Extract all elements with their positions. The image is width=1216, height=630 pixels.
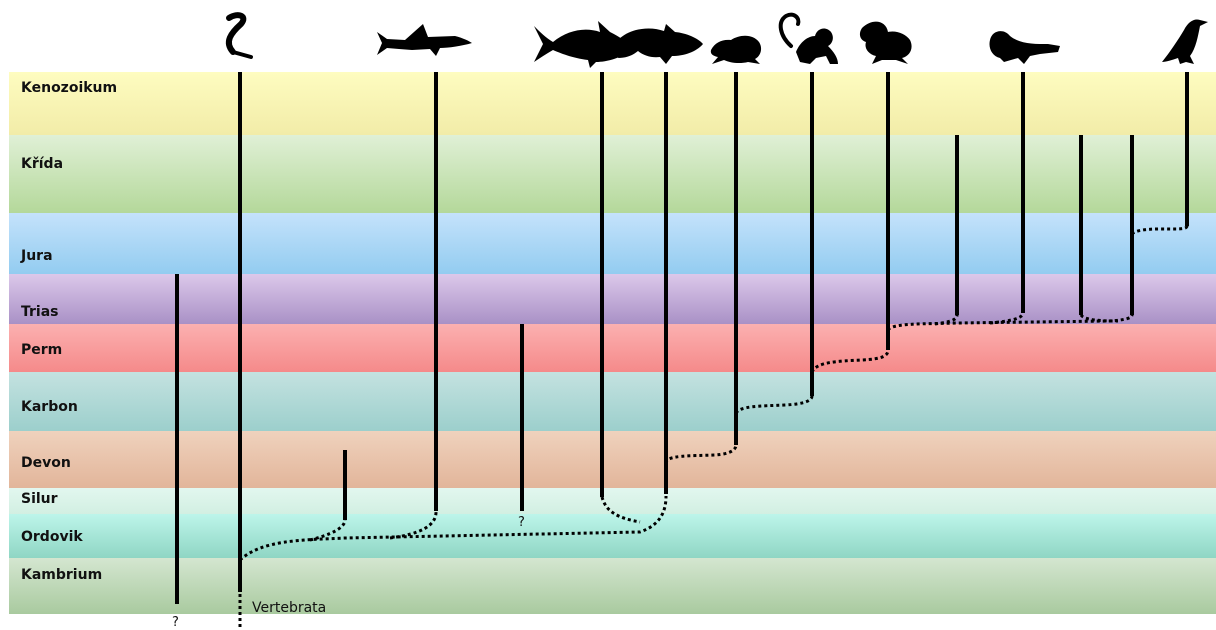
monkey-silhouette-icon: [781, 15, 838, 64]
connector-mammal: [736, 396, 812, 413]
tuna-silhouette-icon: [534, 21, 632, 68]
connector-reptile-stem: [888, 315, 1132, 330]
coelacanth-silhouette-icon: [618, 24, 703, 64]
connector-ray-finned: [602, 497, 640, 522]
connector-ordovik-main: [240, 496, 666, 560]
connector-turtle: [812, 350, 888, 372]
question-mark-bottom: ?: [172, 615, 179, 630]
lineage-bars: [177, 72, 1187, 604]
connector-shark: [390, 512, 436, 538]
eel-silhouette-icon: [229, 15, 251, 57]
crocodile-silhouette-icon: [989, 31, 1060, 64]
frog-silhouette-icon: [711, 36, 761, 64]
turtle-silhouette-icon: [860, 22, 912, 64]
question-mark-silur: ?: [518, 515, 525, 530]
dotted-connectors: [240, 226, 1187, 630]
vertebrata-label: Vertebrata: [252, 600, 326, 616]
connector-bird: [1132, 226, 1187, 234]
bird-silhouette-icon: [1162, 19, 1208, 64]
shark-silhouette-icon: [377, 24, 472, 56]
connector-amphibian: [666, 445, 736, 463]
